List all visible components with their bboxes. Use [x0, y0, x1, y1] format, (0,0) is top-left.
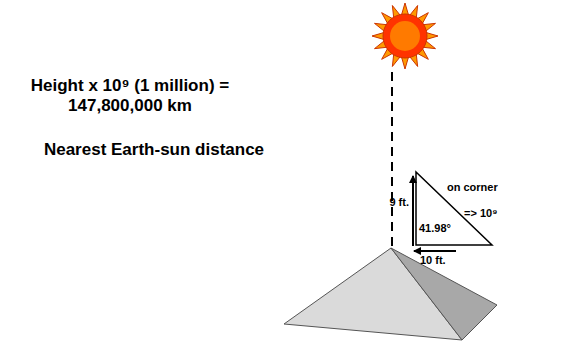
sight-line: [391, 72, 393, 246]
distance-note: Nearest Earth-sun distance: [14, 140, 294, 160]
dimension: 9 ft.: [389, 196, 409, 209]
dimension: 10 ft.: [420, 254, 446, 267]
sun: [372, 3, 438, 69]
note: => 10⁹: [464, 207, 497, 220]
height-equation: Height x 10⁹ (1 million) = 147,800,000 k…: [10, 76, 250, 117]
note: on corner: [447, 181, 498, 194]
pyramid: [284, 248, 497, 340]
angle-label: 41.98°: [419, 222, 451, 235]
